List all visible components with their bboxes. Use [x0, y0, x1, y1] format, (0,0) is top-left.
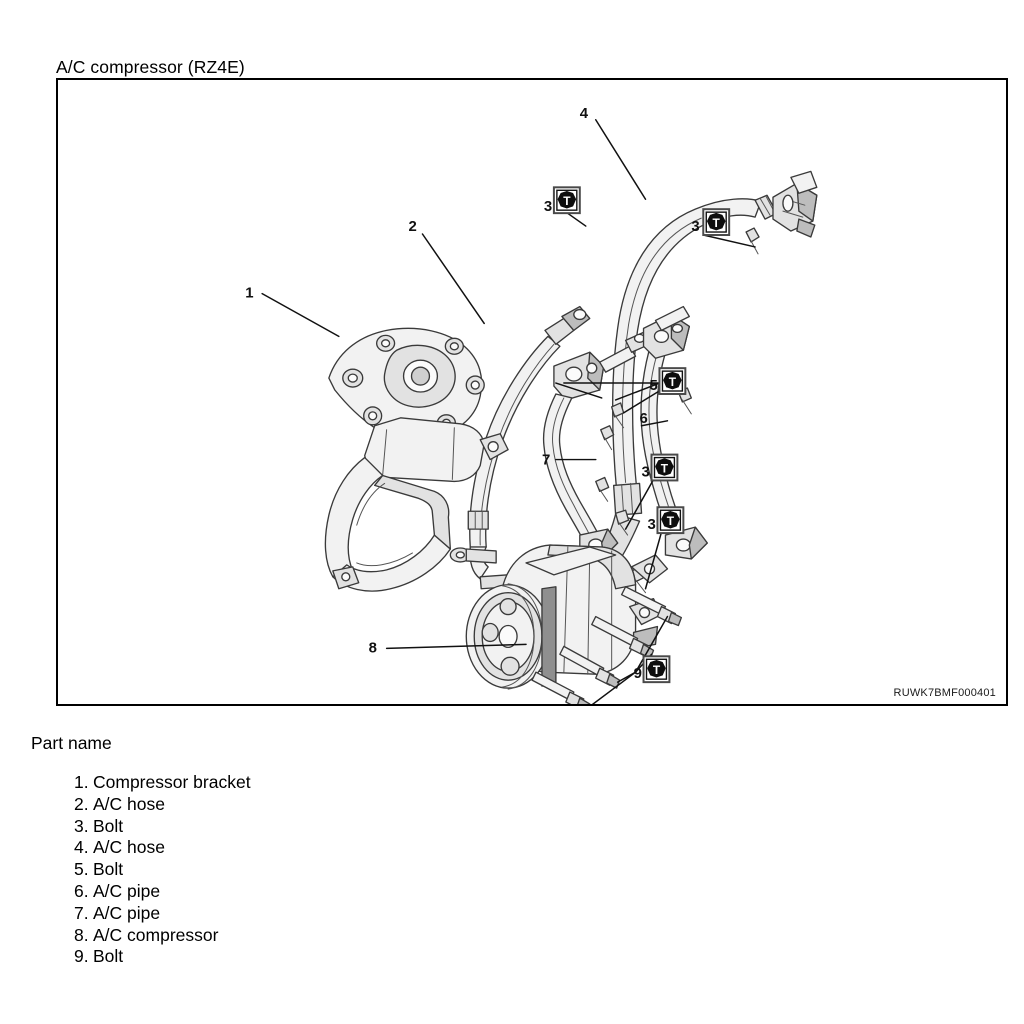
part-compressor-bracket-1 — [324, 327, 509, 592]
bolt-pipe7-upper — [600, 425, 615, 451]
part-label: Bolt — [93, 815, 124, 836]
figure-frame: 1 2 4 3 T 3 T — [56, 78, 1008, 706]
list-item: 7.A/C pipe — [74, 903, 251, 925]
torque-glyph: T — [563, 194, 571, 208]
part-number: 9. — [74, 946, 89, 967]
mounting-bolt-3 — [559, 645, 621, 689]
torque-glyph: T — [653, 663, 661, 677]
list-item: 1.Compressor bracket — [74, 772, 251, 794]
part-label: A/C pipe — [93, 880, 161, 901]
bolt-pipe6-lower — [614, 509, 630, 536]
list-item: 4.A/C hose — [74, 837, 251, 859]
callout-2-label: 2 — [409, 218, 417, 235]
list-item: 8.A/C compressor — [74, 925, 251, 947]
mounting-bolt-1 — [620, 586, 683, 627]
part-label: A/C hose — [93, 837, 165, 858]
part-number: 3. — [74, 815, 89, 836]
callout-labels: 1 2 4 3 T 3 T — [245, 105, 731, 684]
part-label: A/C hose — [93, 793, 165, 814]
exploded-parts-illustration: 1 2 4 3 T 3 T — [245, 105, 818, 704]
bolt-pipe7-lower — [595, 476, 610, 502]
figure-title: A/C compressor (RZ4E) — [56, 57, 245, 77]
svg-text:3: 3 — [544, 198, 552, 215]
callout-9: 9 T — [634, 655, 671, 684]
part-mounting-bolts-9 — [531, 586, 683, 704]
svg-text:3: 3 — [642, 463, 650, 480]
torque-glyph: T — [667, 514, 675, 528]
part-number: 4. — [74, 837, 89, 858]
callout-5: 5 T — [650, 367, 687, 395]
part-label: A/C pipe — [93, 902, 161, 923]
part-label: Bolt — [93, 859, 124, 880]
list-item: 2.A/C hose — [74, 794, 251, 816]
callout-3c: 3 T — [642, 453, 679, 482]
part-number: 5. — [74, 859, 89, 880]
part-label: Bolt — [93, 946, 124, 967]
part-name-heading: Part name — [31, 733, 112, 753]
list-item: 3.Bolt — [74, 816, 251, 838]
part-number: 2. — [74, 793, 89, 814]
bolt-small-upper — [745, 227, 760, 255]
callout-3d: 3 T — [648, 506, 685, 535]
part-number: 8. — [74, 924, 89, 945]
callout-3b: 3 T — [691, 208, 731, 236]
torque-glyph: T — [713, 216, 721, 230]
callout-8-label: 8 — [369, 639, 377, 656]
list-item: 5.Bolt — [74, 859, 251, 881]
svg-text:3: 3 — [648, 516, 656, 533]
callout-3a: 3 T — [544, 186, 581, 215]
hose-2-end-eye — [449, 547, 497, 564]
torque-glyph: T — [661, 461, 669, 475]
part-label: Compressor bracket — [93, 772, 251, 792]
hose-4-end-fitting — [772, 170, 818, 238]
part-number: 7. — [74, 902, 89, 923]
svg-text:3: 3 — [691, 218, 699, 235]
svg-text:5: 5 — [650, 377, 658, 394]
parts-list: 1.Compressor bracket 2.A/C hose 3.Bolt 4… — [74, 772, 251, 968]
part-number: 1. — [74, 772, 89, 792]
torque-glyph: T — [669, 375, 677, 389]
mounting-bolt-4 — [531, 671, 591, 704]
svg-text:9: 9 — [634, 665, 642, 682]
part-number: 6. — [74, 880, 89, 901]
callout-7-label: 7 — [542, 452, 550, 469]
list-item: 6.A/C pipe — [74, 881, 251, 903]
callout-4-label: 4 — [580, 105, 589, 122]
figure-reference-code: RUWK7BMF000401 — [893, 687, 996, 699]
pipe-6-end-eye — [664, 526, 708, 560]
part-ac-hose-4 — [603, 170, 818, 558]
part-label: A/C compressor — [93, 924, 219, 945]
callout-1-label: 1 — [245, 285, 253, 302]
list-item: 9.Bolt — [74, 946, 251, 968]
callout-6-label: 6 — [640, 410, 648, 427]
part-ac-compressor-8 — [465, 544, 669, 690]
part-ac-pipe-6 — [610, 305, 708, 594]
